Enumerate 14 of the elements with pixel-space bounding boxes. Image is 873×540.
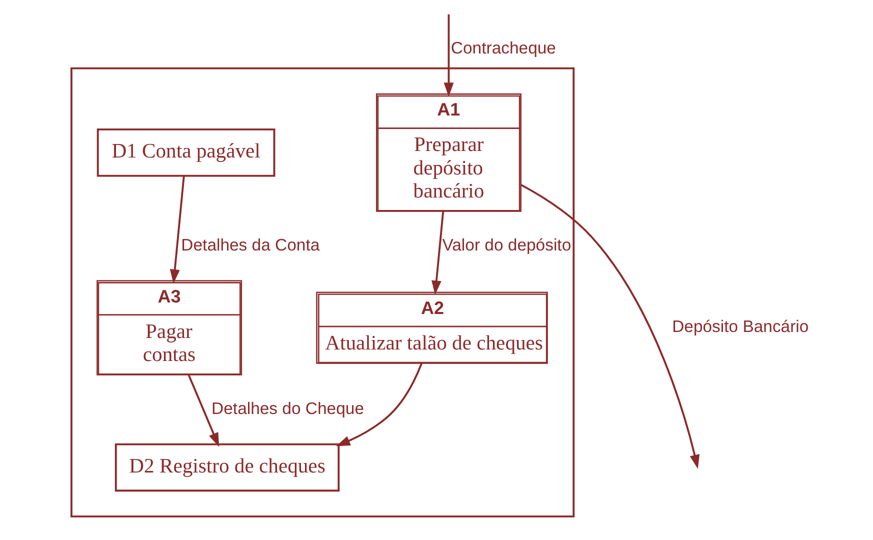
node-box: D2 Registro de cheques: [114, 443, 340, 492]
node-box: D1 Conta pagável: [96, 128, 276, 177]
arrow: [520, 184, 700, 469]
arrow: [170, 176, 185, 284]
arrow: [432, 211, 444, 295]
edge-label: Detalhes do Cheque: [212, 398, 364, 418]
edge-label: Contracheque: [450, 38, 556, 58]
cluster: [70, 67, 575, 518]
edge-label: Valor do depósito: [442, 235, 572, 254]
arrow: [336, 363, 422, 446]
arrow: [188, 374, 220, 447]
edge-label: Detalhes da Conta: [181, 235, 320, 254]
edge-label: Depósito Bancário: [672, 317, 809, 336]
arrow: [444, 14, 454, 97]
